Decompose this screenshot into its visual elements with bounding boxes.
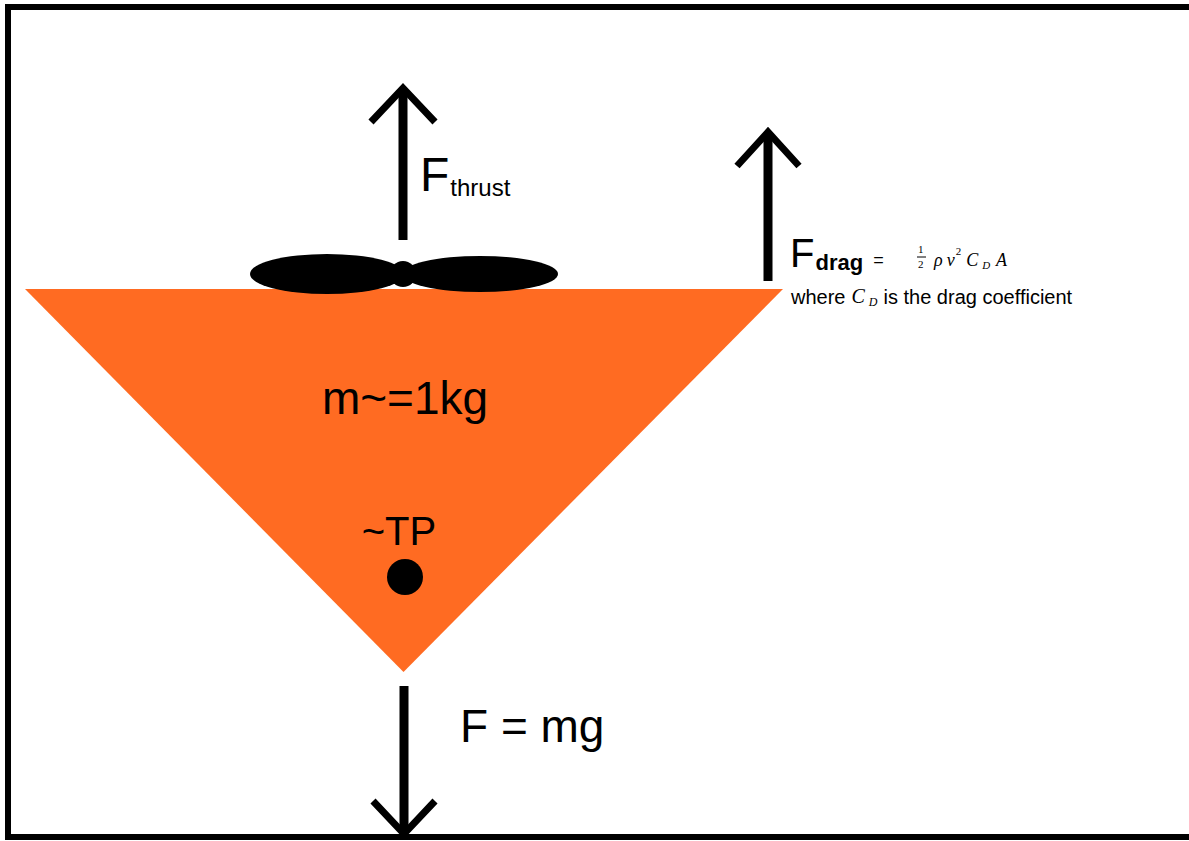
triangle-fill <box>25 289 783 672</box>
force-symbol: F <box>790 233 814 273</box>
note-text: where <box>791 287 845 307</box>
formula-subscript: D <box>869 296 878 308</box>
equals-sign: = <box>873 251 884 269</box>
weight-formula: F = mg <box>460 703 604 749</box>
formula-exponent: 2 <box>956 246 962 257</box>
weight-shaft <box>400 686 409 830</box>
node-text: m~=1kg <box>322 375 488 421</box>
thrust-head <box>371 88 435 122</box>
propeller-hub <box>390 261 416 287</box>
frame <box>8 7 1189 837</box>
fraction-number: 1 <box>918 244 924 255</box>
formula-symbol: v <box>947 251 955 269</box>
formula-symbol: C <box>966 251 978 269</box>
pressure-point-dot <box>387 559 423 595</box>
fraction-bar <box>917 257 926 258</box>
triangle-shape <box>25 289 783 672</box>
formula-symbol: C <box>851 286 864 306</box>
formula-symbol: ρ <box>934 251 943 269</box>
weight-head <box>373 801 435 834</box>
mass-body: m~=1kg ~TP <box>25 289 783 672</box>
node-text: ~TP <box>362 511 436 551</box>
drag-shaft <box>764 136 773 281</box>
force-symbol: F <box>420 151 449 199</box>
drag-head <box>737 132 799 166</box>
thrust-shaft <box>399 92 408 240</box>
note-text: is the drag coefficient <box>884 287 1073 307</box>
propeller-blade <box>402 256 558 292</box>
formula-subscript: D <box>982 260 990 271</box>
fraction-number: 2 <box>918 259 924 270</box>
force-subscript: thrust <box>450 176 510 200</box>
formula-symbol: A <box>996 251 1007 269</box>
propeller-blade <box>250 254 404 294</box>
propeller <box>250 254 558 294</box>
force-subscript: drag <box>815 252 863 274</box>
